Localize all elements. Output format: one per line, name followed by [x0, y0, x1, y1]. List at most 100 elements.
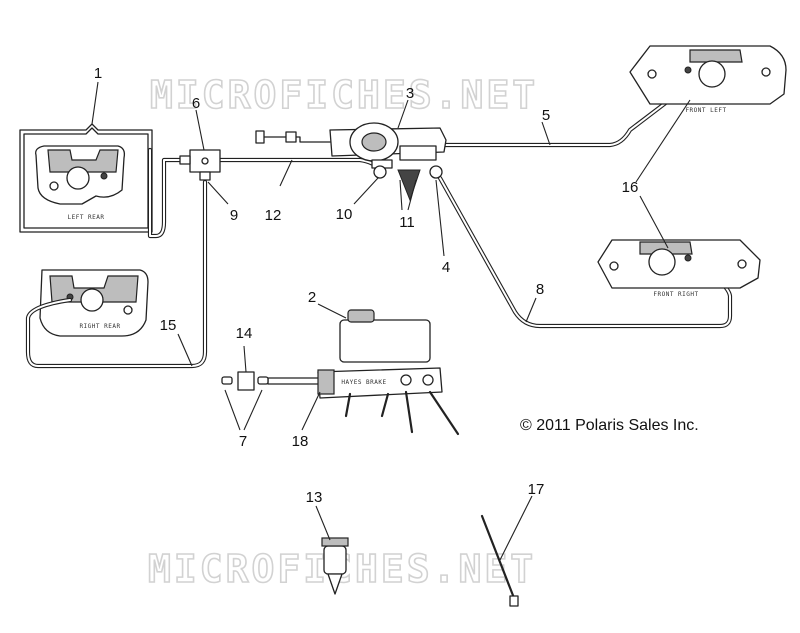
right-rear-bolt	[123, 305, 133, 315]
tee-fitting-left	[179, 155, 191, 165]
callout-16: 16	[622, 179, 639, 196]
left-rear-caliper-assembly: LEFT REAR	[19, 123, 153, 233]
tee-bolt	[201, 157, 209, 165]
front-right-caliper-body	[597, 239, 761, 289]
lead-7a	[224, 389, 241, 431]
front-left-bleeder	[684, 66, 692, 74]
front-right-caliper-piston	[648, 248, 676, 276]
switch-plug	[285, 131, 297, 143]
lead-9	[207, 181, 229, 205]
lead-2	[317, 303, 347, 319]
watermark-top: MICROFICHES.NET	[150, 73, 538, 117]
callout-8: 8	[536, 281, 544, 298]
left-rear-bleeder	[100, 172, 108, 180]
lead-6	[195, 109, 205, 151]
callout-2: 2	[308, 289, 316, 306]
brake-lines	[25, 89, 733, 369]
switch-body	[323, 545, 347, 575]
brake-tee	[179, 149, 221, 181]
mc2-fitting-3	[404, 390, 414, 434]
mc2-boot	[317, 369, 335, 395]
pin-7a	[221, 376, 233, 385]
lead-15	[177, 333, 193, 367]
switch-top	[321, 537, 349, 547]
front-right-bleeder	[684, 254, 692, 262]
mc2-pushrod	[267, 377, 321, 385]
mc2-fitting-2	[380, 392, 390, 418]
callout-4: 4	[442, 259, 450, 276]
lead-12	[279, 159, 293, 187]
front-right-hole-1	[609, 261, 619, 271]
pin-7b	[257, 376, 269, 385]
front-right-hole-2	[737, 259, 747, 269]
lead-11b	[407, 179, 417, 211]
lead-14	[243, 345, 247, 373]
right-rear-label: RIGHT REAR	[79, 323, 120, 330]
mc2-port-1	[400, 374, 412, 386]
front-right-caliper-top	[639, 241, 693, 255]
mc3-outlet-block	[399, 145, 437, 161]
left-rear-label: LEFT REAR	[67, 214, 104, 221]
lead-4	[435, 179, 445, 257]
front-right-caliper: FRONT RIGHT	[597, 239, 761, 298]
left-rear-bolt	[49, 181, 59, 191]
callout-3: 3	[406, 85, 414, 102]
banjo-bolt-4	[429, 165, 443, 179]
cable-tie	[480, 514, 519, 607]
cable-tie-strap	[480, 514, 516, 600]
master-cylinder-upper	[329, 122, 447, 202]
right-rear-caliper: RIGHT REAR	[39, 269, 149, 337]
front-left-hole-2	[761, 67, 771, 77]
right-rear-caliper-piston	[80, 288, 104, 312]
callout-6: 6	[192, 95, 200, 112]
lead-3	[397, 99, 409, 129]
copyright-notice: © 2011 Polaris Sales Inc.	[520, 417, 699, 434]
mc3-cap	[361, 132, 387, 152]
lead-16b	[639, 195, 669, 249]
clevis-14	[237, 371, 255, 391]
callout-13: 13	[306, 489, 323, 506]
cable-tie-head	[509, 595, 519, 607]
mc2-cap	[347, 309, 375, 323]
mc2-brand-label: HAYES BRAKE	[341, 379, 386, 386]
mc2-fitting-4	[428, 390, 460, 436]
callout-7: 7	[239, 433, 247, 450]
brake-switch	[321, 537, 349, 595]
callout-5: 5	[542, 107, 550, 124]
leader-lines	[91, 81, 691, 561]
front-left-caliper-top	[689, 49, 743, 63]
front-right-label: FRONT RIGHT	[653, 291, 698, 298]
callout-10: 10	[336, 206, 353, 223]
left-rear-caliper-piston	[66, 166, 90, 190]
front-left-hole-1	[647, 69, 657, 79]
lead-10	[353, 177, 379, 205]
mc2-reservoir	[339, 319, 431, 363]
mc2-port-2	[422, 374, 434, 386]
callout-18: 18	[292, 433, 309, 450]
lead-11a	[399, 179, 403, 211]
callout-9: 9	[230, 207, 238, 224]
callout-15: 15	[160, 317, 177, 334]
callout-11: 11	[399, 214, 415, 231]
mc2-fitting-1	[344, 392, 352, 418]
line-12	[217, 157, 383, 173]
tee-fitting	[199, 171, 211, 181]
callout-1: 1	[94, 65, 102, 82]
callout-17: 17	[528, 481, 545, 498]
front-left-caliper-piston	[698, 60, 726, 88]
front-left-label: FRONT LEFT	[685, 107, 726, 114]
lead-5	[541, 121, 551, 146]
lead-17	[499, 495, 533, 561]
lead-18	[301, 391, 321, 431]
lead-7b	[243, 389, 263, 431]
switch-connector	[255, 130, 265, 144]
banjo-bolt-10	[373, 165, 387, 179]
front-left-caliper: FRONT LEFT	[629, 45, 787, 114]
caliper-box-1-inner	[23, 127, 149, 229]
switch-thread	[327, 573, 343, 595]
callout-12: 12	[265, 207, 282, 224]
switch-wire	[261, 136, 331, 143]
lead-8	[525, 297, 537, 323]
